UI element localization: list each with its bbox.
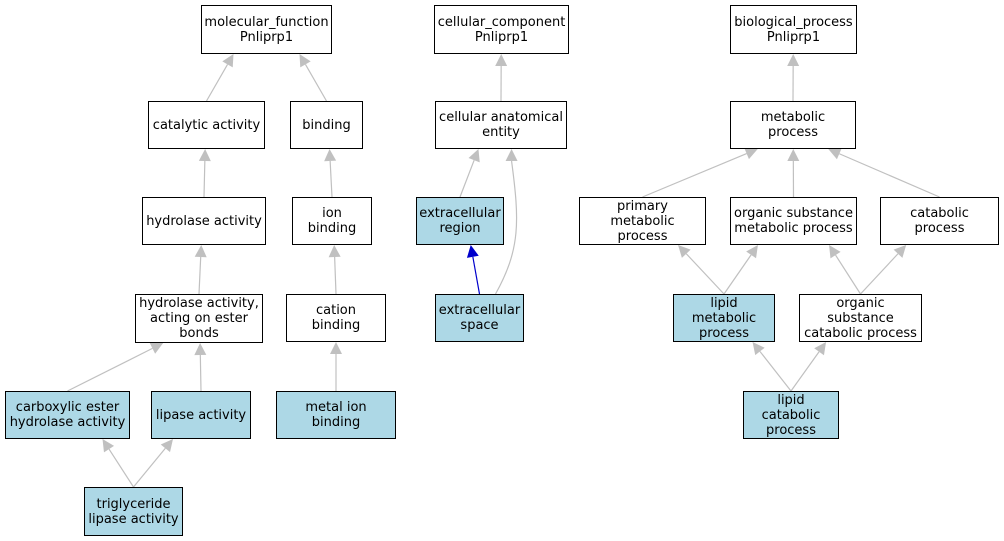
node-metabolic-process[interactable]: metabolic process (730, 101, 856, 149)
node-catabolic-process[interactable]: catabolic process (880, 197, 999, 245)
edge-arrowhead (328, 245, 341, 258)
node-extracellular-space[interactable]: extracellular space (435, 294, 524, 342)
node-cation-binding[interactable]: cation binding (286, 294, 386, 342)
edge-arrowhead (324, 149, 337, 162)
edge-arrowhead (149, 343, 164, 354)
edge-line (203, 160, 206, 198)
edge-arrowhead (893, 245, 907, 258)
node-extracellular-region[interactable]: extracellular region (416, 197, 504, 245)
edge-line (839, 153, 940, 198)
edge-triglyceride-to-carboxylic (102, 439, 135, 488)
edge-metabolic-to-bp_root (787, 54, 800, 102)
edge-arrowhead (222, 54, 234, 68)
edge-line (133, 447, 166, 488)
edge-line (860, 253, 899, 295)
edge-line (459, 159, 475, 198)
edge-lipid_cat-to-org_sub_cat (790, 342, 827, 392)
edge-line (108, 448, 135, 488)
edge-line (790, 351, 820, 392)
edge-binding-to-mf_root (299, 54, 328, 102)
edge-arrowhead (744, 148, 758, 160)
node-molecular-function-root[interactable]: molecular_function Pnliprp1 (201, 5, 332, 54)
edge-line (334, 256, 337, 295)
edge-line (685, 253, 725, 295)
edge-org_sub_cat-to-org_sub_met (829, 245, 862, 295)
edge-arrowhead (330, 342, 342, 354)
edge-arrowhead (468, 149, 480, 163)
edge-catabolic-to-metabolic (828, 148, 940, 198)
edge-arrowhead (194, 343, 207, 356)
node-organic-substance-metabolic[interactable]: organic substance metabolic process (730, 197, 857, 245)
node-ion-binding[interactable]: ion binding (292, 197, 372, 245)
edge-hydrolase-to-catalytic (198, 149, 211, 198)
edge-lipid_met-to-org_sub_met (723, 245, 758, 295)
edge-line (67, 347, 153, 392)
edge-arrowhead (505, 149, 518, 161)
node-hydrolase-activity[interactable]: hydrolase activity (142, 197, 266, 245)
edge-cation-to-ion_binding (328, 245, 341, 295)
edge-arrowhead (299, 54, 311, 68)
node-triglyceride-lipase[interactable]: triglyceride lipase activity (84, 487, 183, 536)
edge-hydro_ester-to-hydrolase (194, 245, 207, 295)
edge-arrowhead (787, 54, 800, 67)
node-primary-metabolic-process[interactable]: primary metabolic process (579, 197, 706, 245)
edge-catalytic-to-mf_root (205, 54, 234, 102)
node-catalytic-activity[interactable]: catalytic activity (148, 101, 265, 149)
edge-triglyceride-to-lipase (133, 439, 173, 488)
edge-ec_space-to-cae (494, 149, 518, 295)
edge-org_sub_cat-to-catabolic (860, 245, 907, 295)
edge-line (642, 153, 747, 198)
edge-arrowhead (194, 245, 207, 258)
edge-arrowhead (102, 439, 115, 453)
edge-lipid_cat-to-lipid_met (752, 342, 792, 392)
node-hydrolase-ester-bonds[interactable]: hydrolase activity, acting on ester bond… (135, 294, 263, 343)
node-cellular-anatomical-entity[interactable]: cellular anatomical entity (435, 101, 567, 149)
node-lipase-activity[interactable]: lipase activity (151, 391, 251, 439)
edge-line (205, 64, 229, 102)
edge-arrowhead (198, 149, 211, 162)
edge-arrowhead (829, 245, 841, 259)
edge-ec_region-to-cae (459, 149, 480, 198)
edge-arrowhead (814, 342, 827, 356)
edge-ec_space-to-ec_region (466, 245, 481, 295)
edge-primary_met-to-metabolic (642, 148, 758, 198)
edge-arrowhead (752, 342, 765, 356)
edge-line (329, 160, 333, 198)
node-carboxylic-ester-hydrolase[interactable]: carboxylic ester hydrolase activity (5, 391, 130, 439)
edge-ion_binding-to-binding (324, 149, 337, 198)
edge-arrowhead (160, 439, 173, 453)
node-organic-substance-catabolic[interactable]: organic substance catabolic process (799, 294, 922, 342)
edge-arrowhead (678, 245, 691, 258)
edge-line (759, 351, 792, 392)
node-metal-ion-binding[interactable]: metal ion binding (276, 391, 396, 439)
node-binding[interactable]: binding (290, 101, 363, 149)
edge-arrowhead (746, 245, 758, 259)
edge-lipase-to-hydro_ester (194, 343, 207, 392)
edge-carboxylic-to-hydro_ester (67, 343, 164, 392)
edge-lipid_met-to-primary_met (678, 245, 725, 295)
node-cellular-component-root[interactable]: cellular_component Pnliprp1 (434, 5, 569, 54)
edge-line (723, 254, 752, 295)
edge-org_sub_met-to-metabolic (787, 149, 800, 198)
edge-arrowhead (466, 245, 479, 258)
edge-cae-to-cc_root (495, 54, 508, 102)
edge-line (472, 256, 481, 295)
edge-metal_ion-to-cation (330, 342, 342, 391)
edge-arrowhead (787, 149, 800, 162)
node-lipid-catabolic-process[interactable]: lipid catabolic process (743, 391, 839, 439)
edge-arrowhead (828, 148, 842, 160)
edge-line (304, 64, 328, 102)
edge-line (199, 354, 202, 392)
node-lipid-metabolic-process[interactable]: lipid metabolic process (673, 294, 775, 342)
edge-line (198, 256, 202, 295)
node-biological-process-root[interactable]: biological_process Pnliprp1 (730, 5, 857, 54)
edge-line (494, 160, 518, 295)
edge-arrowhead (495, 54, 508, 67)
edge-line (835, 254, 862, 295)
